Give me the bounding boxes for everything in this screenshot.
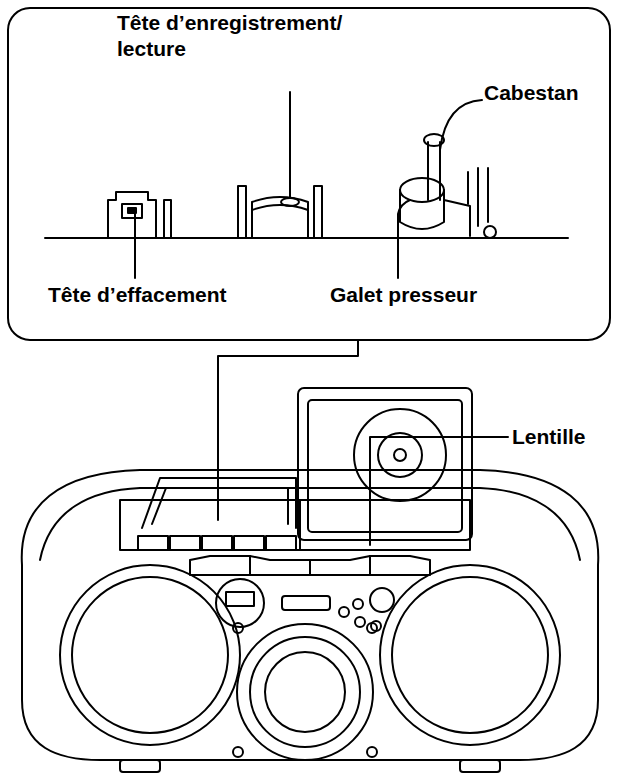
deck-key xyxy=(138,536,168,550)
screw xyxy=(233,623,243,633)
deck-key xyxy=(170,536,200,550)
control-slot xyxy=(282,596,330,610)
woofer-center xyxy=(265,652,345,732)
boombox-body xyxy=(22,470,599,760)
button-strip xyxy=(190,556,430,575)
cassette-lid xyxy=(142,478,296,528)
cd-lid xyxy=(298,388,472,540)
tape-guide xyxy=(238,186,246,238)
control-knob xyxy=(370,588,394,612)
tape-guide xyxy=(314,186,322,238)
part-label: Tête d’effacement xyxy=(48,282,268,308)
record-head-edge xyxy=(252,205,308,210)
roller-pivot xyxy=(484,226,496,238)
leader-line xyxy=(370,437,508,545)
erase-head-face xyxy=(122,204,142,218)
part-label: Tête d’enregistrement/ lecture xyxy=(117,10,357,62)
speaker-left-cone xyxy=(72,577,228,733)
callout-panel xyxy=(8,8,610,340)
leader-line xyxy=(398,200,410,278)
part-label: Cabestan xyxy=(484,80,604,106)
leader-line xyxy=(289,92,291,198)
tape-guide xyxy=(164,200,171,238)
part-label: Galet presseur xyxy=(330,282,530,308)
button-divider xyxy=(249,556,251,575)
deck-key xyxy=(234,536,264,550)
foot xyxy=(120,760,160,772)
bracket-line xyxy=(477,168,479,226)
cassette-lid-inner xyxy=(152,488,288,524)
record-head xyxy=(238,186,322,238)
screw xyxy=(367,747,377,757)
bracket-line xyxy=(487,168,489,222)
part-label: Lentille xyxy=(512,424,612,450)
capstan-shaft xyxy=(427,142,429,200)
cd-lid-inner xyxy=(308,400,462,532)
foot xyxy=(460,760,500,772)
woofer-cone xyxy=(250,637,360,747)
cd-disc xyxy=(354,409,446,501)
deck-key xyxy=(202,536,232,550)
control-button xyxy=(355,617,365,627)
pinch-roller-top xyxy=(400,178,444,202)
leader-line xyxy=(440,100,482,150)
button-divider xyxy=(369,556,371,575)
control-button xyxy=(371,621,381,631)
display-screen xyxy=(226,592,254,606)
erase-head-body xyxy=(108,192,156,238)
erase-head xyxy=(108,192,171,238)
speaker-right-cone xyxy=(392,577,548,733)
capstan-assembly xyxy=(400,134,496,238)
woofer xyxy=(237,624,373,760)
body-contour xyxy=(40,488,580,560)
pinch-roller-body xyxy=(400,190,444,229)
record-head-gap xyxy=(281,198,299,206)
bracket-line xyxy=(467,172,469,204)
control-button xyxy=(339,607,349,617)
deck-key xyxy=(266,536,296,550)
record-head-body xyxy=(252,197,308,238)
leader-line xyxy=(134,212,136,278)
roller-arm xyxy=(444,200,470,236)
cd-tray xyxy=(300,500,470,550)
screw xyxy=(233,747,243,757)
button-divider xyxy=(309,560,311,575)
speaker-right xyxy=(380,565,560,745)
display-window xyxy=(216,579,264,627)
cassette-deck xyxy=(120,500,300,550)
speaker-left xyxy=(60,565,240,745)
cd-disc-hole xyxy=(394,449,406,461)
cd-disc-ring xyxy=(378,433,422,477)
control-button xyxy=(353,599,363,609)
